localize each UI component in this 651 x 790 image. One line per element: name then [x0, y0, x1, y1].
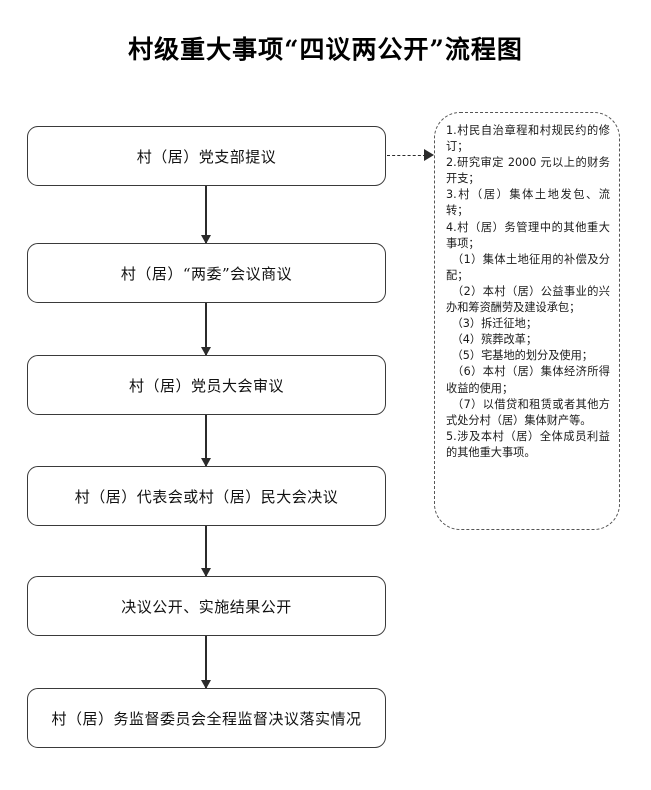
- arrowhead-right-icon: [424, 148, 434, 161]
- connector-arrow-1-to-2: [201, 186, 212, 244]
- flow-step-box-4: 村（居）代表会或村（居）民大会决议: [27, 466, 386, 526]
- flow-step-box-2: 村（居）“两委”会议商议: [27, 243, 386, 303]
- arrowhead-down-icon: [201, 235, 212, 244]
- panel-line: （7）以借贷和租赁或者其他方式处分村（居）集体财产等。: [446, 397, 610, 427]
- dashed-branch-line: [387, 155, 426, 156]
- flow-step-label-2: 村（居）“两委”会议商议: [120, 264, 293, 283]
- page-title: 村级重大事项“四议两公开”流程图: [128, 35, 523, 64]
- flow-step-box-5: 决议公开、实施结果公开: [27, 576, 386, 636]
- flow-step-label-1: 村（居）党支部提议: [136, 147, 277, 166]
- connector-arrow-4-to-5: [201, 526, 212, 577]
- flow-step-box-6: 村（居）务监督委员会全程监督决议落实情况: [27, 688, 386, 748]
- panel-line: （1）集体土地征用的补偿及分配；: [446, 252, 610, 282]
- panel-line: 3.村（居）集体土地发包、流转；: [446, 188, 610, 218]
- arrowhead-down-icon: [201, 458, 212, 467]
- arrowhead-down-icon: [201, 680, 212, 689]
- flow-step-label-5: 决议公开、实施结果公开: [121, 597, 292, 616]
- panel-line: （6）本村（居）集体经济所得收益的使用；: [446, 365, 610, 395]
- connector-arrow-2-to-3: [201, 303, 212, 356]
- panel-line: 4.村（居）务管理中的其他重大事项；: [446, 220, 610, 250]
- flow-step-box-1: 村（居）党支部提议: [27, 126, 386, 186]
- panel-line: （2）本村（居）公益事业的兴办和筹资酬劳及建设承包；: [446, 284, 610, 315]
- panel-line: 2.研究审定 2000 元以上的财务开支；: [446, 156, 610, 186]
- flow-step-label-3: 村（居）党员大会审议: [128, 376, 284, 395]
- panel-line: （5）宅基地的划分及使用；: [446, 349, 593, 363]
- major-matters-note-panel: 1.村民自治章程和村规民约的修订； 2.研究审定 2000 元以上的财务开支； …: [434, 112, 620, 530]
- arrowhead-down-icon: [201, 347, 212, 356]
- panel-line: 5.涉及本村（居）全体成员利益的其他重大事项。: [446, 429, 610, 459]
- flow-step-label-4: 村（居）代表会或村（居）民大会决议: [74, 487, 339, 506]
- connector-arrow-5-to-6: [201, 636, 212, 689]
- flow-step-label-6: 村（居）务监督委员会全程监督决议落实情况: [51, 709, 362, 728]
- arrowhead-down-icon: [201, 568, 212, 577]
- connector-arrow-3-to-4: [201, 415, 212, 467]
- panel-line: （3）拆迁征地；: [446, 317, 538, 331]
- panel-line: （4）殡葬改革；: [446, 333, 538, 347]
- flow-step-box-3: 村（居）党员大会审议: [27, 355, 386, 415]
- panel-line: 1.村民自治章程和村规民约的修订；: [446, 124, 610, 154]
